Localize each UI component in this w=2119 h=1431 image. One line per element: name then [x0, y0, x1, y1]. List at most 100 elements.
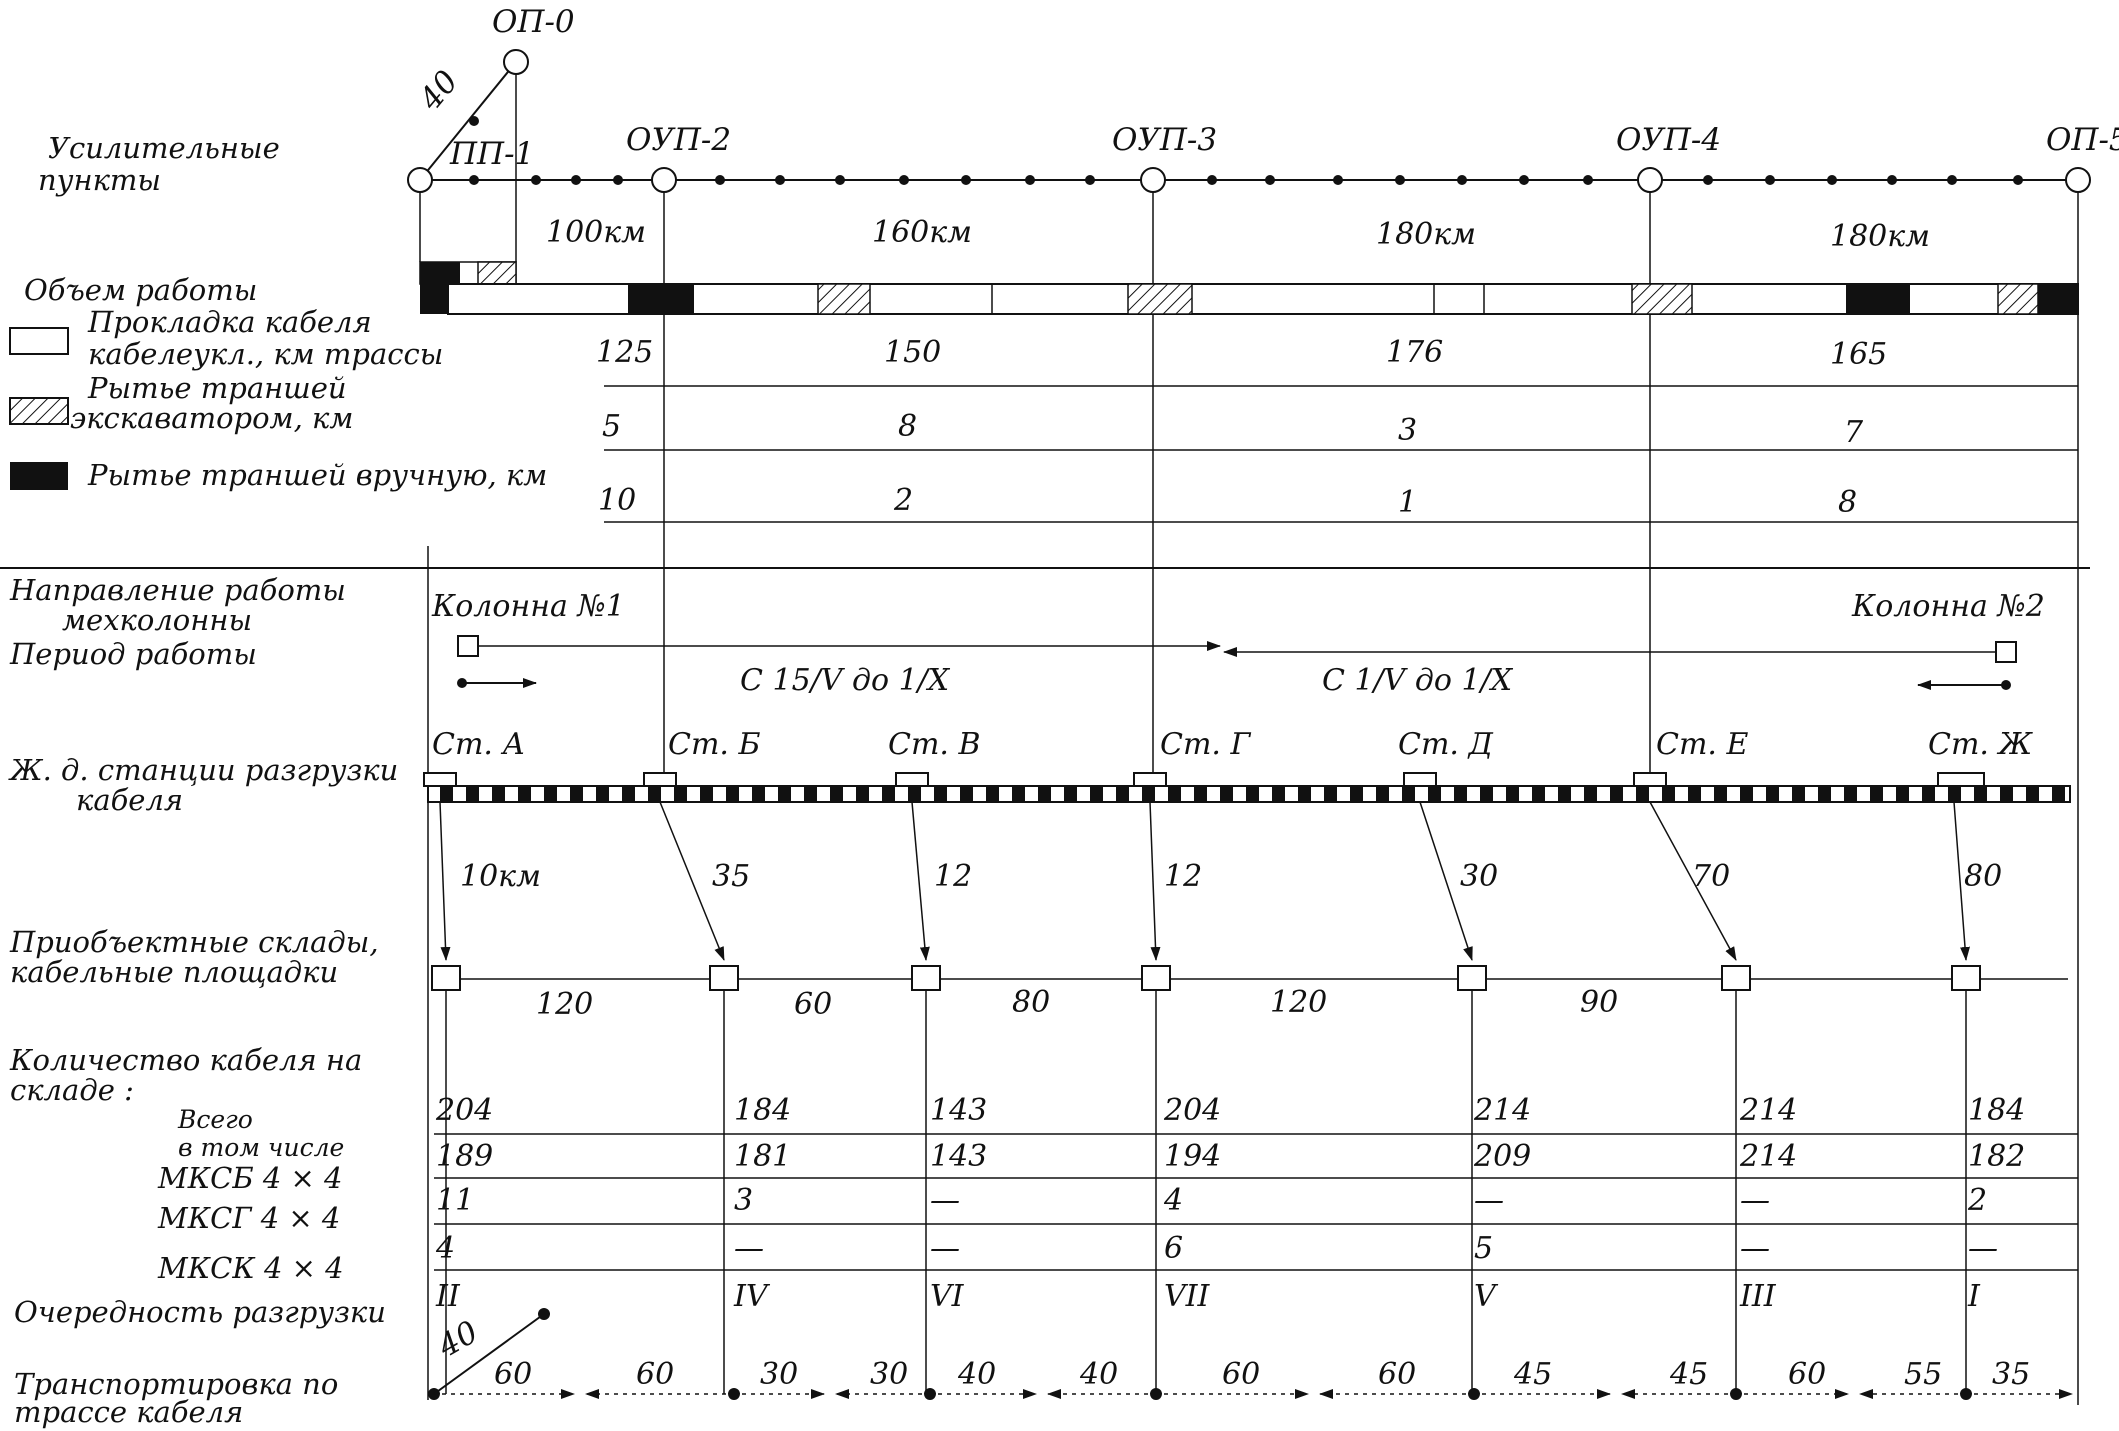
- table-cell-order: VII: [1164, 1279, 1211, 1314]
- cable-table: 204189114II1841813—IV143143——VI20419446V…: [434, 1093, 2078, 1314]
- railway-tie: [440, 787, 453, 801]
- railway-tie: [2026, 787, 2039, 801]
- railway-tie: [492, 787, 505, 801]
- label-op0: ОП-0: [492, 4, 575, 40]
- station-distance-label: 12: [934, 859, 972, 894]
- section-3-length: 180км: [1376, 217, 1476, 252]
- table-cell-order: I: [1967, 1279, 1981, 1314]
- station-distance-label: 80: [1964, 859, 2002, 894]
- bar-excavator-5: [1997, 283, 2039, 315]
- depot-spacing-1: 120: [536, 987, 593, 1022]
- railway-tie: [518, 787, 531, 801]
- amplifier-line: 40 ОП-0 ПП-1 ОУП-2 ОУП-3 ОУП-4 ОП-5 100к…: [407, 4, 2119, 1405]
- column-1-period: С 15/V до 1/X: [740, 663, 951, 698]
- railway-tie: [986, 787, 999, 801]
- label-including: в том числе: [178, 1133, 344, 1162]
- label-op5: ОП-5: [2046, 122, 2119, 158]
- section-1-length: 100км: [546, 215, 646, 250]
- route-dot: [531, 175, 541, 185]
- transport-segment-label: 30: [870, 1357, 908, 1392]
- railway-tie: [1454, 787, 1467, 801]
- table-cell-order: VI: [930, 1279, 965, 1314]
- bar-manual-end: [2038, 284, 2078, 314]
- railway-tie: [1480, 787, 1493, 801]
- column-2-start-box: [1995, 641, 2017, 663]
- manual-1: 10: [598, 483, 636, 518]
- node-oup3: [1140, 167, 1166, 193]
- railway-tie: [726, 787, 739, 801]
- railway-tie: [1740, 787, 1753, 801]
- route-dot: [2013, 175, 2023, 185]
- station-to-depot-arrow: [1419, 801, 1473, 961]
- volume-rows: 125 150 176 165 5 8 3 7 10 2 1 8: [596, 335, 2078, 523]
- legend-cable-swatch: [9, 327, 69, 355]
- manual-4: 8: [1838, 485, 1857, 520]
- railway-tie: [1194, 787, 1207, 801]
- manual-2: 2: [893, 483, 913, 518]
- railway-tie: [830, 787, 843, 801]
- railway-tie: [1402, 787, 1415, 801]
- column-1-start-box: [457, 635, 479, 657]
- cable-laying-2: 150: [884, 335, 941, 370]
- station-to-depot-arrow: [1649, 801, 1737, 961]
- transport-segment-label: 30: [760, 1357, 798, 1392]
- route-dot: [1765, 175, 1775, 185]
- station-label: Ст. В: [888, 727, 981, 762]
- route-dot: [961, 175, 971, 185]
- railway-tie: [1428, 787, 1441, 801]
- table-cell-mksk: —: [930, 1231, 960, 1266]
- station-distance-label: 12: [1164, 859, 1202, 894]
- railway-tie: [1298, 787, 1311, 801]
- railway-tie: [674, 787, 687, 801]
- station-label: Ст. Д: [1398, 727, 1493, 762]
- table-cell-order: II: [435, 1279, 461, 1314]
- transport-stop-dot: [1960, 1388, 1972, 1400]
- railway-tie: [908, 787, 921, 801]
- route-dot: [1265, 175, 1275, 185]
- railway-tie: [648, 787, 661, 801]
- direction-of-work: Колонна №1 Колонна №2 С 15/V до 1/X С 1/…: [427, 546, 2045, 1400]
- bar-manual-2: [628, 284, 694, 314]
- table-cell-mksg: 2: [1967, 1183, 1987, 1218]
- station-to-depot-arrow: [1149, 801, 1161, 961]
- transport-stop-dot: [1730, 1388, 1742, 1400]
- table-cell-mksk: —: [734, 1231, 764, 1266]
- table-cells: 204189114II1841813—IV143143——VI20419446V…: [435, 1093, 2025, 1314]
- railway-tie: [778, 787, 791, 801]
- label-cable-qty-2: складе :: [10, 1073, 134, 1107]
- railway-tie: [1090, 787, 1103, 801]
- route-dot: [1395, 175, 1405, 185]
- station-distance-label: 70: [1692, 859, 1730, 894]
- depot-box: [911, 965, 941, 991]
- station-label: Ст. Г: [1160, 727, 1251, 762]
- railway-tie: [1662, 787, 1675, 801]
- railway-tie: [1246, 787, 1259, 801]
- label-order: Очередность разгрузки: [14, 1295, 386, 1329]
- railway-tie: [856, 787, 869, 801]
- transport-diagonal: [433, 1313, 545, 1395]
- railway-tie: [466, 787, 479, 801]
- station-to-depot-arrow: [911, 801, 930, 961]
- label-transport-2: трассе кабеля: [14, 1395, 243, 1429]
- route-dot: [1025, 175, 1035, 185]
- railway-tie: [960, 787, 973, 801]
- station-to-depot-arrow: [439, 801, 451, 961]
- railway-tie: [1142, 787, 1155, 801]
- table-cell-mksk: 5: [1474, 1231, 1493, 1266]
- depot-box: [1141, 965, 1171, 991]
- railway-tie: [544, 787, 557, 801]
- label-amplifier-points-2: пункты: [38, 163, 161, 197]
- depot-box: [1951, 965, 1981, 991]
- label-work-volume: Объем работы: [24, 273, 257, 307]
- route-dot: [1887, 175, 1897, 185]
- transport-segment-label: 60: [1222, 1357, 1260, 1392]
- railway-tie: [1116, 787, 1129, 801]
- transport-segment-label: 40: [1079, 1357, 1118, 1392]
- depot-box: [1457, 965, 1487, 991]
- node-op0: [503, 49, 529, 75]
- railway-tie: [1064, 787, 1077, 801]
- label-cable-qty-1: Количество кабеля на: [9, 1043, 362, 1077]
- depot-box: [431, 965, 461, 991]
- left-labels: Усилительные пункты Объем работы Проклад…: [8, 131, 547, 1429]
- railway-tie: [1012, 787, 1025, 801]
